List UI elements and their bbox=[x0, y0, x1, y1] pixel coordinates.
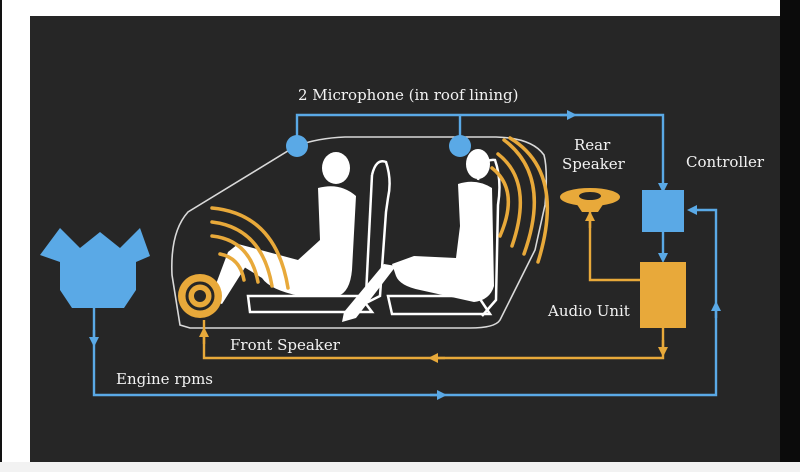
rear-speaker-icon bbox=[560, 188, 620, 212]
bottom-band bbox=[0, 462, 800, 472]
front-speaker-icon bbox=[178, 274, 222, 318]
right-strip bbox=[780, 0, 800, 472]
rear-sound-waves bbox=[490, 136, 550, 264]
engine-rpms-label: Engine rpms bbox=[116, 370, 213, 388]
rear-speaker-label-line1: Rear bbox=[574, 136, 611, 154]
engine-rpm-riser bbox=[687, 205, 718, 306]
mic-bus-line bbox=[295, 113, 668, 193]
controller-label: Controller bbox=[686, 153, 765, 171]
left-edge bbox=[0, 0, 2, 472]
car-outline bbox=[171, 136, 548, 329]
controller-box bbox=[642, 190, 684, 232]
audio-to-rear-speaker-line bbox=[588, 212, 640, 282]
microphone-icon bbox=[286, 135, 308, 157]
diagram-panel bbox=[30, 16, 780, 462]
front-speaker-label: Front Speaker bbox=[230, 336, 341, 354]
front-sound-waves bbox=[210, 206, 290, 290]
engine-rpm-line bbox=[92, 306, 718, 397]
microphone-label: 2 Microphone (in roof lining) bbox=[298, 86, 518, 104]
audio-unit-box bbox=[640, 262, 686, 328]
top-band bbox=[0, 0, 800, 16]
microphone-icon bbox=[449, 135, 471, 157]
rear-speaker-label-line2: Speaker bbox=[562, 155, 626, 173]
audio-unit-label: Audio Unit bbox=[547, 302, 630, 320]
passenger-silhouette bbox=[342, 149, 494, 322]
engine-icon bbox=[40, 228, 150, 308]
